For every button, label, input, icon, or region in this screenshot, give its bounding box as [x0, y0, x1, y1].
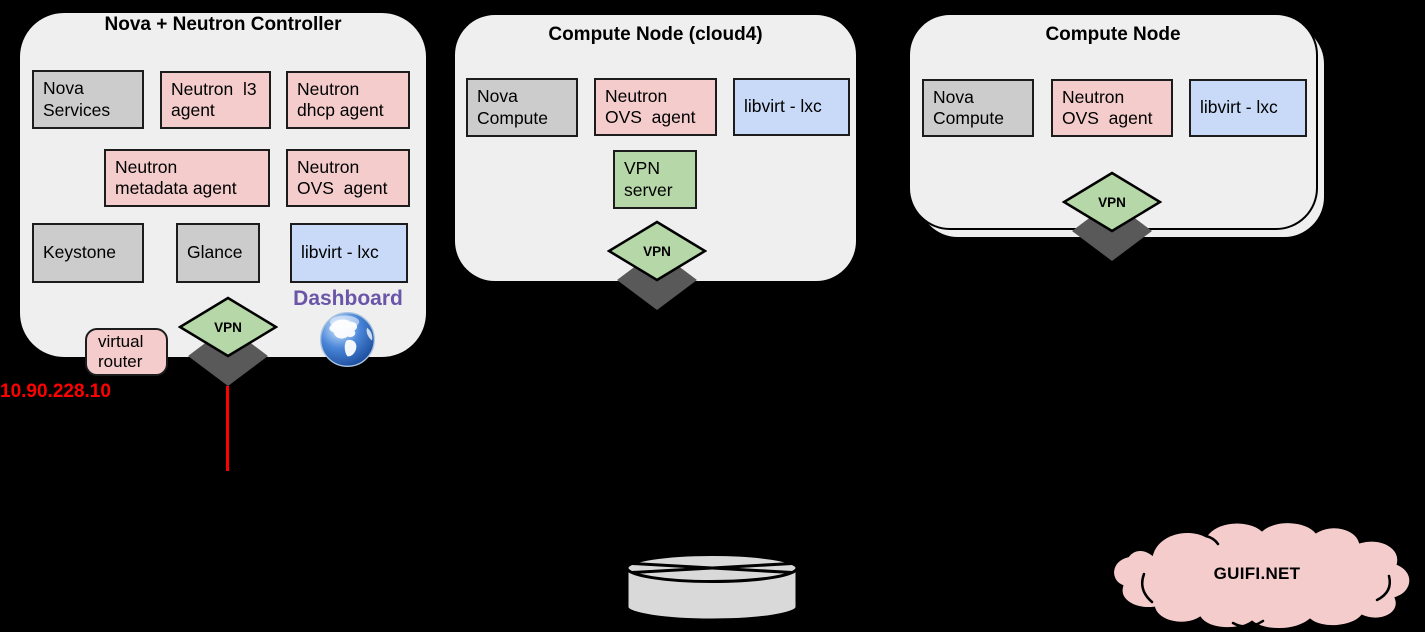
virtual-router-box: virtual router: [85, 328, 168, 376]
external-network-link: [226, 386, 229, 471]
box-libvirt-lxc-controller: libvirt - lxc: [290, 223, 408, 283]
box-neutron-ovs-agent-cloud4: Neutron OVS agent: [594, 78, 717, 136]
vpn-connector-label: VPN: [643, 244, 671, 259]
box-nova-services: Nova Services: [32, 70, 144, 129]
box-neutron-ovs-agent-node2: Neutron OVS agent: [1051, 79, 1173, 137]
node2-vpn-connector: VPN: [1062, 171, 1162, 263]
guifi-net-label: GUIFI.NET: [1213, 564, 1301, 583]
compute-node-cloud4-title: Compute Node (cloud4): [548, 24, 763, 45]
vpn-diamond-icon: [1062, 171, 1162, 233]
cloud4-vpn-connector: VPN: [607, 220, 707, 312]
controller-title: Nova + Neutron Controller: [104, 14, 342, 35]
box-neutron-metadata-agent: Neutron metadata agent: [104, 149, 270, 207]
dashboard-globe-icon: [319, 311, 376, 373]
box-vpn-server: VPN server: [613, 150, 697, 209]
vpn-diamond-icon: [607, 220, 707, 282]
box-neutron-dhcp-agent: Neutron dhcp agent: [286, 71, 410, 129]
controller-vpn-connector: VPN: [178, 296, 278, 388]
vpn-diamond-icon: [178, 296, 278, 358]
box-neutron-ovs-agent-controller: Neutron OVS agent: [286, 149, 410, 207]
box-libvirt-lxc-cloud4: libvirt - lxc: [733, 78, 850, 136]
box-libvirt-lxc-node2: libvirt - lxc: [1189, 79, 1307, 137]
box-nova-compute-cloud4: Nova Compute: [466, 78, 578, 137]
external-ip-label: 10.90.228.10: [0, 381, 111, 402]
network-switch-icon: [618, 550, 806, 629]
vpn-connector-label: VPN: [214, 320, 242, 335]
box-glance: Glance: [176, 223, 260, 283]
dashboard-label: Dashboard: [293, 287, 403, 310]
vpn-connector-label: VPN: [1098, 195, 1126, 210]
compute-node-2-title: Compute Node: [1045, 24, 1181, 45]
box-neutron-l3-agent: Neutron l3 agent: [160, 71, 271, 129]
box-keystone: Keystone: [32, 223, 144, 283]
box-nova-compute-node2: Nova Compute: [922, 79, 1034, 137]
guifi-net-cloud: [1106, 514, 1424, 632]
